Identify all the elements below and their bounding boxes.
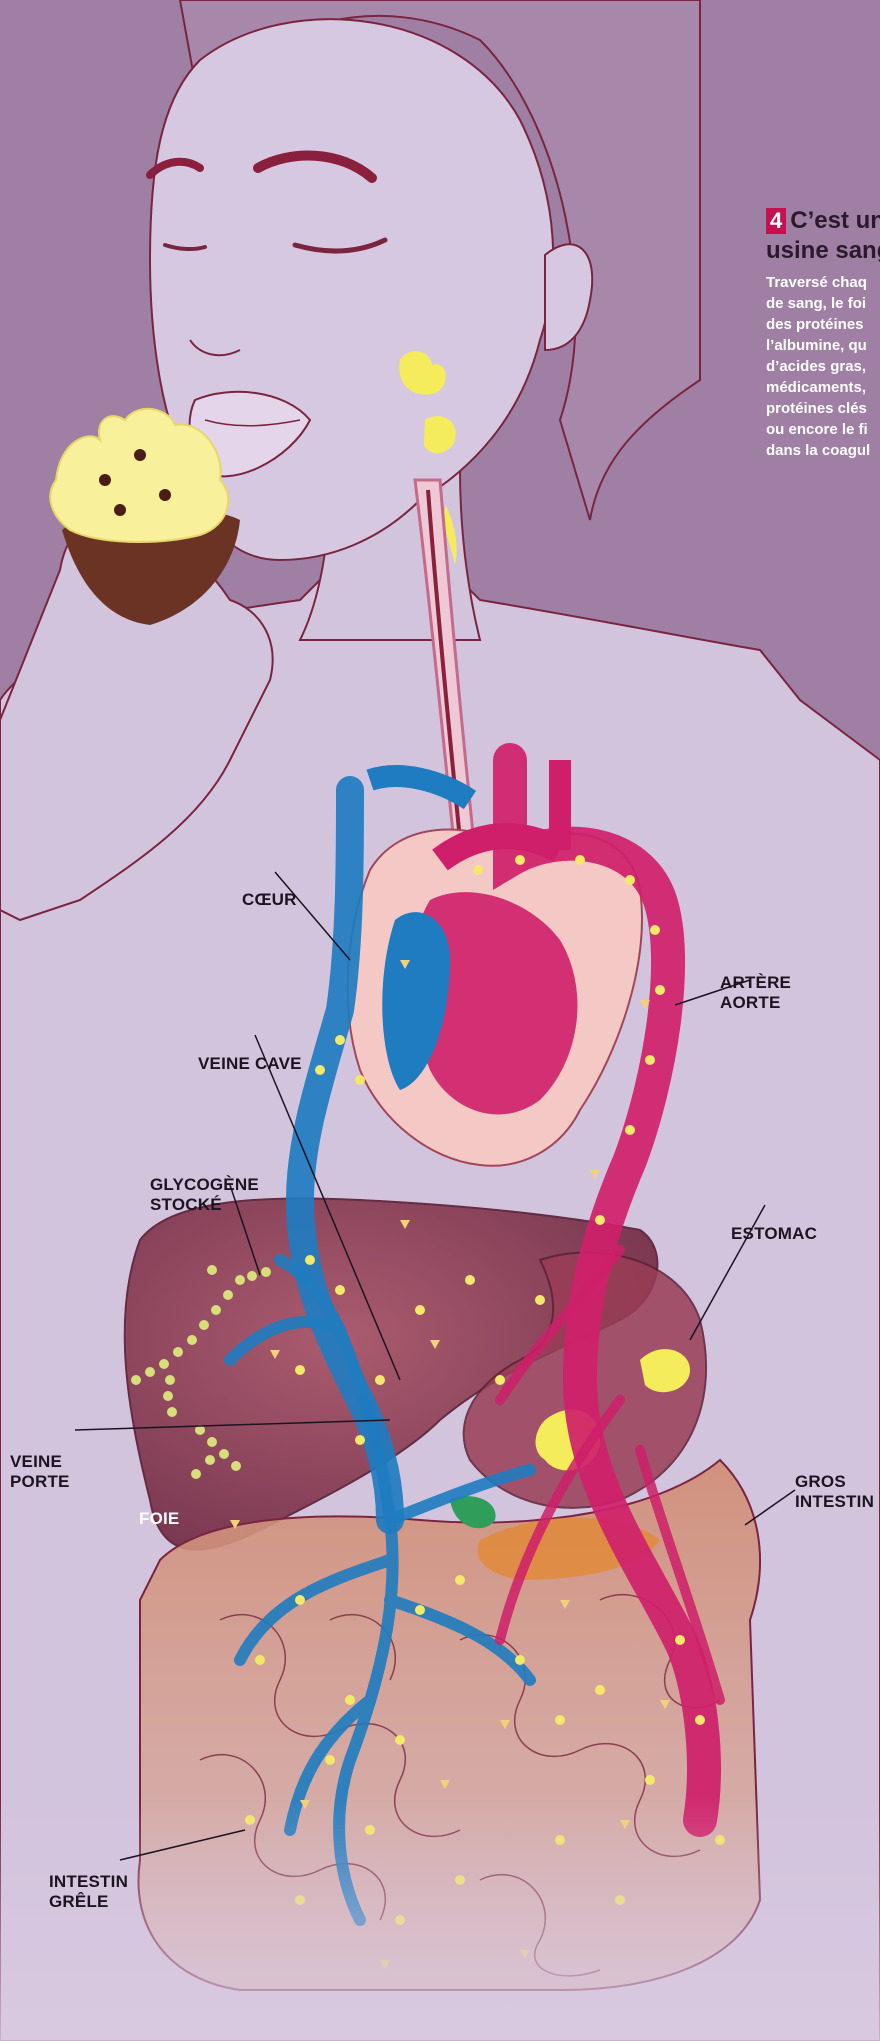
label-coeur: CŒUR xyxy=(242,850,297,930)
panel-body-line: protéines clés xyxy=(766,398,880,419)
panel-body-line: dans la coagul xyxy=(766,440,880,461)
panel-number-badge: 4 xyxy=(766,208,786,234)
panel-title-line: usine sang xyxy=(766,236,880,266)
panel-body-line: ou encore le fi xyxy=(766,419,880,440)
label-estomac: ESTOMAC xyxy=(731,1184,817,1264)
panel-body-line: d’acides gras, xyxy=(766,356,880,377)
panel-body-line: l’albumine, qu xyxy=(766,335,880,356)
label-foie: FOIE xyxy=(139,1469,179,1549)
panel-title-line: C’est un xyxy=(790,207,880,234)
lower-fade xyxy=(0,1800,880,2041)
panel-body-line: de sang, le foi xyxy=(766,293,880,314)
panel-body-line: Traversé chaq xyxy=(766,272,880,293)
label-veine-cave: VEINE CAVE xyxy=(198,1014,302,1094)
panel-body-line: des protéines xyxy=(766,314,880,335)
panel-body: Traversé chaq de sang, le foi des protéi… xyxy=(766,272,880,461)
panel-body-line: médicaments, xyxy=(766,377,880,398)
